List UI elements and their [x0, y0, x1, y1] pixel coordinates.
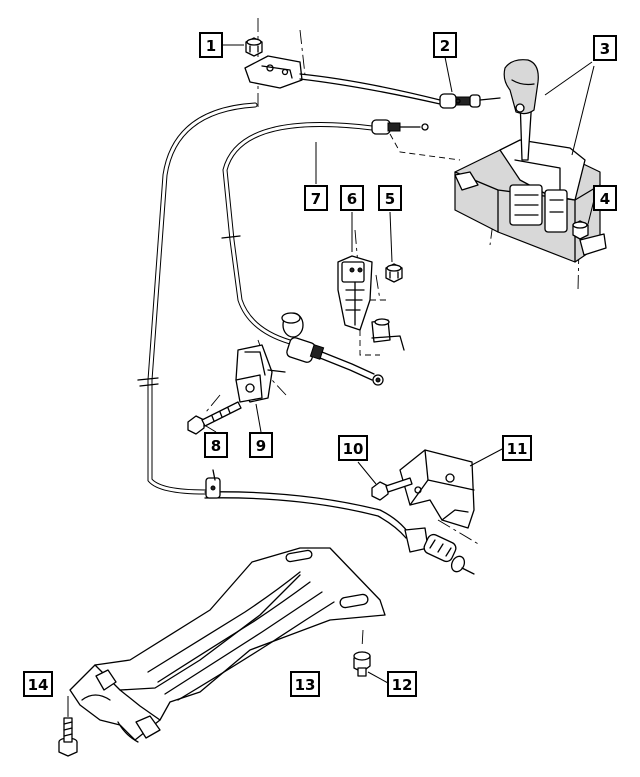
callout-6: 6 [340, 185, 364, 211]
callout-3: 3 [593, 35, 617, 61]
callout-5: 5 [378, 185, 402, 211]
shifter-assembly-3 [454, 59, 607, 263]
interlock-bracket [371, 318, 405, 351]
callout-2-label: 2 [440, 37, 450, 55]
callout-1-label: 1 [206, 37, 216, 55]
bolt-8 [187, 401, 242, 435]
grommet [281, 312, 304, 338]
leader-lines [67, 44, 595, 716]
callout-10-label: 10 [343, 440, 364, 458]
callout-5-label: 5 [385, 190, 395, 208]
cable-end-upper [371, 119, 461, 161]
nut-1 [245, 37, 263, 57]
callout-10: 10 [338, 435, 368, 461]
callout-3-label: 3 [600, 40, 610, 58]
upper-shift-cable [299, 73, 441, 105]
callout-14: 14 [23, 671, 53, 697]
fastener-12 [353, 651, 371, 677]
nut-5 [385, 263, 403, 283]
skid-plate-13 [69, 547, 386, 743]
callout-8: 8 [204, 432, 228, 458]
callout-6-label: 6 [347, 190, 357, 208]
callout-4: 4 [593, 185, 617, 211]
transmission-bracket-11 [399, 449, 475, 529]
callout-8-label: 8 [211, 437, 221, 455]
bolt-10 [371, 477, 413, 501]
callout-13-label: 13 [295, 676, 316, 694]
callout-7-label: 7 [311, 190, 321, 208]
cable-bracket-9 [235, 344, 286, 403]
cable-adjuster [286, 337, 384, 386]
cable-clip [205, 469, 221, 499]
callout-4-label: 4 [600, 190, 610, 208]
callout-13: 13 [290, 671, 320, 697]
callout-11: 11 [502, 435, 532, 461]
upper-cable-bracket [244, 55, 303, 89]
nut-4 [572, 220, 589, 240]
callout-9-label: 9 [256, 437, 266, 455]
shift-interlock-6 [337, 255, 390, 356]
bolt-14 [58, 717, 78, 757]
callout-14-label: 14 [28, 676, 49, 694]
callout-1: 1 [199, 32, 223, 58]
shift-cable-assembly-7 [137, 102, 411, 539]
callout-12-label: 12 [392, 676, 413, 694]
cable-end-2 [439, 93, 501, 109]
callout-7: 7 [304, 185, 328, 211]
callout-12: 12 [387, 671, 417, 697]
callout-2: 2 [433, 32, 457, 58]
callout-9: 9 [249, 432, 273, 458]
callout-11-label: 11 [507, 440, 528, 458]
cable-end-transmission [404, 527, 475, 575]
